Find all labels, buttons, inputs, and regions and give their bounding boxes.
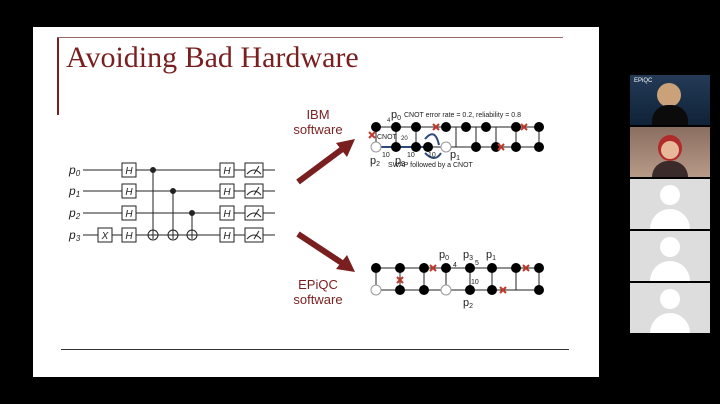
epiqc-p2: p2	[463, 297, 473, 310]
arrow-to-ibm	[296, 139, 355, 185]
qubit-labels: p0 p1 p2 p3	[68, 163, 81, 243]
ibm-error-note: CNOT error rate = 0.2, reliability = 0.8	[404, 112, 521, 119]
x-gate-label: X	[101, 231, 109, 242]
svg-text:H: H	[125, 166, 133, 177]
epiqc-p1: p1	[486, 249, 496, 262]
quantum-circuit: p0 p1 p2 p3 HH HH HH HH X	[68, 109, 544, 310]
arrow-to-epiqc	[296, 231, 355, 272]
title-top-rule	[57, 37, 563, 38]
ibm-hardware-diagram: CNOT error rate = 0.2, reliability = 0.8…	[368, 109, 544, 169]
svg-text:H: H	[223, 231, 231, 242]
svg-text:H: H	[125, 187, 133, 198]
qubit-wires	[83, 169, 275, 236]
svg-text:4: 4	[387, 118, 391, 124]
top-strip	[630, 0, 720, 75]
ibm-cnot-label: CNOT	[377, 134, 398, 141]
svg-text:H: H	[223, 187, 231, 198]
ibm-swap-note: SWAP followed by a CNOT	[388, 162, 474, 169]
svg-text:10: 10	[407, 152, 415, 159]
h-gate-labels: HH HH HH HH X	[101, 166, 232, 242]
svg-text:H: H	[125, 231, 133, 242]
ibm-p2: p2	[370, 155, 380, 168]
measurement-gates	[244, 162, 264, 243]
video-tile-participant[interactable]	[630, 127, 710, 177]
epiqc-software-label: EPiQC software	[293, 277, 343, 307]
title-accent-bar	[57, 37, 59, 115]
error-x-icon	[396, 264, 530, 294]
ibm-software-label: IBM software	[293, 107, 343, 137]
bottom-rule	[61, 349, 569, 350]
svg-text:10: 10	[471, 279, 479, 286]
video-tile-placeholder[interactable]	[630, 179, 710, 229]
qubit-label-p2: p2	[68, 206, 81, 221]
epiqc-hardware-diagram: p0 p3 p1 p2 4 5 10	[370, 249, 544, 310]
svg-text:10: 10	[428, 152, 436, 159]
video-participants-panel: EPiQC	[630, 75, 710, 333]
video-tile-placeholder[interactable]	[630, 231, 710, 281]
h-gates	[97, 162, 235, 243]
video-tile-presenter[interactable]: EPiQC	[630, 75, 710, 125]
slide: Avoiding Bad Hardware p0 p1 p2 p3	[33, 27, 599, 377]
svg-text:4: 4	[453, 262, 457, 269]
qubit-label-p0: p0	[68, 163, 81, 178]
avatar-placeholder-icon	[660, 289, 680, 309]
qubit-label-p1: p1	[68, 184, 80, 199]
ibm-p0: p0	[391, 109, 401, 122]
error-x-icon	[368, 123, 528, 151]
svg-text:H: H	[223, 166, 231, 177]
ibm-p1: p1	[450, 149, 460, 162]
video-tile-label: EPiQC	[634, 78, 653, 84]
epiqc-p0: p0	[439, 249, 449, 262]
svg-text:H: H	[223, 209, 231, 220]
avatar-placeholder-icon	[660, 237, 680, 257]
svg-text:10: 10	[382, 152, 390, 159]
ibm-p3: p3	[395, 155, 405, 168]
svg-text:5: 5	[475, 260, 479, 267]
svg-text:H: H	[125, 209, 133, 220]
epiqc-p3: p3	[463, 249, 473, 262]
cnot-gates	[147, 167, 198, 241]
slide-title: Avoiding Bad Hardware	[66, 41, 359, 74]
avatar-placeholder-icon	[660, 185, 680, 205]
video-tile-placeholder[interactable]	[630, 283, 710, 333]
qubit-label-p3: p3	[68, 228, 81, 243]
svg-text:20: 20	[401, 136, 408, 142]
